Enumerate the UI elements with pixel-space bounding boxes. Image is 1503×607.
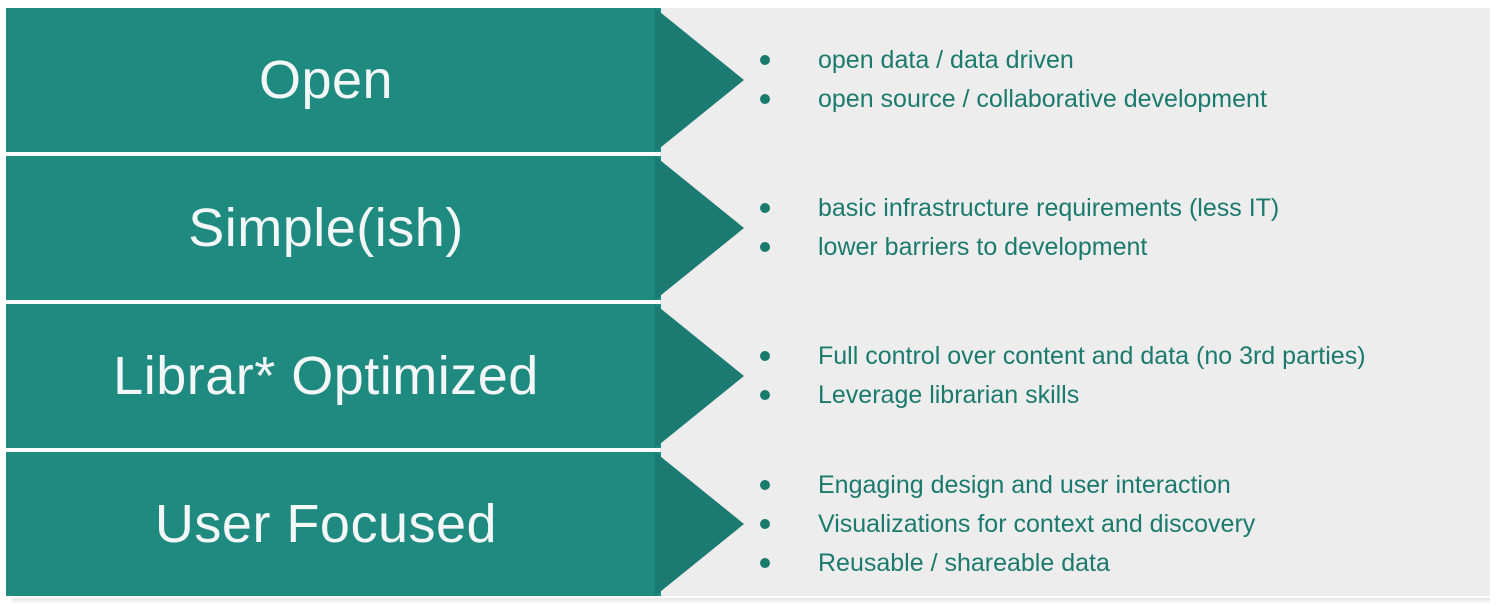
bullet-dot-icon bbox=[760, 351, 770, 361]
chevron-row-open[interactable]: Open open data / data driven open source… bbox=[6, 8, 1490, 152]
list-item: lower barriers to development bbox=[760, 231, 1480, 264]
list-item: open source / collaborative development bbox=[760, 83, 1480, 116]
bullet-dot-icon bbox=[760, 518, 770, 529]
chevron-label-open: Open bbox=[258, 50, 394, 110]
chevron-head-triangle-icon bbox=[655, 156, 744, 300]
list-item-label: Engaging design and user interaction bbox=[818, 470, 1231, 499]
list-item: Visualizations for context and discovery bbox=[760, 508, 1480, 541]
stack-drop-shadow bbox=[12, 598, 1490, 604]
bullet-list-open: open data / data driven open source / co… bbox=[760, 8, 1480, 152]
chevron-row-user-focused[interactable]: User Focused Engaging design and user in… bbox=[6, 452, 1490, 596]
list-item-label: Reusable / shareable data bbox=[818, 548, 1110, 577]
list-item-label: open data / data driven bbox=[818, 46, 1074, 74]
chevron-row-simpleish[interactable]: Simple(ish) basic infrastructure require… bbox=[6, 156, 1490, 300]
list-item-label: basic infrastructure requirements (less … bbox=[818, 194, 1280, 222]
bullet-list-simpleish: basic infrastructure requirements (less … bbox=[760, 156, 1480, 300]
list-item-label: Full control over content and data (no 3… bbox=[818, 342, 1366, 370]
chevron-head-triangle-icon bbox=[655, 8, 744, 152]
list-item: Leverage librarian skills bbox=[760, 379, 1480, 412]
chevron-head-triangle-icon bbox=[655, 304, 744, 448]
bullet-dot-icon bbox=[760, 94, 770, 104]
list-item: Engaging design and user interaction bbox=[760, 469, 1480, 502]
chevron-row-librar-optimized[interactable]: Librar* Optimized Full control over cont… bbox=[6, 304, 1490, 448]
bullet-list-librar-optimized: Full control over content and data (no 3… bbox=[760, 304, 1480, 448]
chevron-label-user-focused: User Focused bbox=[154, 494, 498, 554]
chevron-label-librar-optimized: Librar* Optimized bbox=[113, 346, 539, 406]
list-item: open data / data driven bbox=[760, 44, 1480, 77]
bullet-dot-icon bbox=[760, 479, 770, 490]
chevron-head-triangle-icon bbox=[655, 452, 744, 596]
bullet-list-user-focused: Engaging design and user interaction Vis… bbox=[760, 452, 1480, 596]
list-item: basic infrastructure requirements (less … bbox=[760, 192, 1480, 225]
list-item-label: Visualizations for context and discovery bbox=[818, 509, 1256, 538]
bullet-dot-icon bbox=[760, 55, 770, 65]
bullet-dot-icon bbox=[760, 203, 770, 213]
list-item: Reusable / shareable data bbox=[760, 547, 1480, 580]
list-item-label: Leverage librarian skills bbox=[818, 381, 1080, 409]
bullet-dot-icon bbox=[760, 557, 770, 568]
list-item-label: lower barriers to development bbox=[818, 233, 1148, 261]
bullet-dot-icon bbox=[760, 390, 770, 400]
bullet-panel-background bbox=[660, 8, 1490, 596]
chevron-label-simpleish: Simple(ish) bbox=[188, 198, 464, 258]
list-item: Full control over content and data (no 3… bbox=[760, 340, 1480, 373]
list-item-label: open source / collaborative development bbox=[818, 85, 1267, 113]
bullet-dot-icon bbox=[760, 242, 770, 252]
